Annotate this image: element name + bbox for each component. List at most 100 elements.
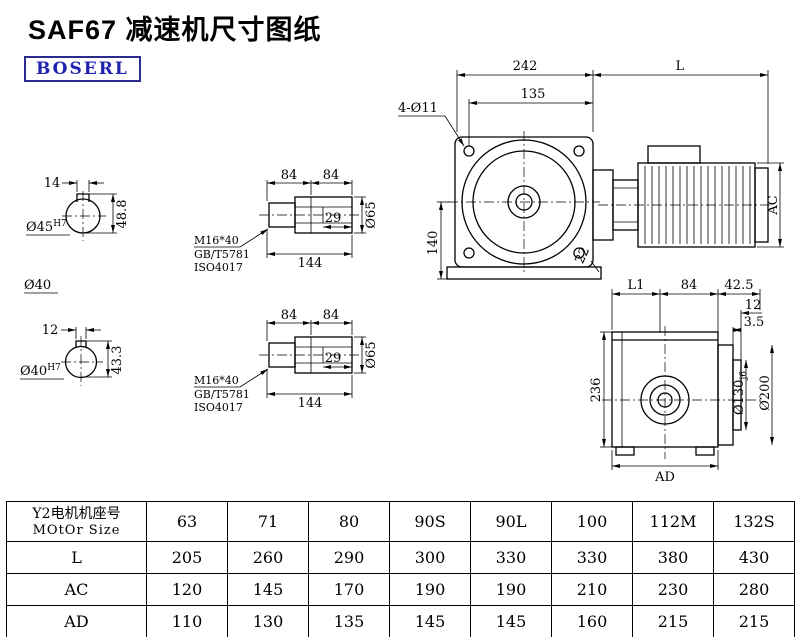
table-cell: 300 [389, 541, 471, 574]
table-cell: 280 [713, 573, 795, 606]
shaft-detail-view-1: 84 84 29 144 Ø65 M16*40 GB/T5781 ISO4017 [194, 168, 379, 274]
dim-84-label: 84 [681, 278, 698, 293]
shaft-end-view-1: 14 Ø45H7 48.8 Ø40 [24, 176, 130, 294]
table-cell: 170 [308, 573, 390, 606]
depth-48-8-label: 48.8 [115, 200, 130, 229]
table-cell: 230 [632, 573, 714, 606]
dim-3-5-label: 3.5 [744, 315, 765, 330]
table-cell: 90S [389, 501, 471, 542]
table-cell: 330 [551, 541, 633, 574]
table-cell: 80 [308, 501, 390, 542]
row-label: AD [6, 605, 147, 637]
front-view: 242 L 135 4-Ø11 140 22 AC [398, 59, 784, 280]
flange-edge [717, 344, 734, 446]
table-cell: 132S [713, 501, 795, 542]
dim-140-label: 140 [426, 231, 441, 256]
table-cell: 430 [713, 541, 795, 574]
dim-AC-label: AC [766, 195, 781, 215]
flange-hole [463, 247, 475, 259]
technical-drawing: 242 L 135 4-Ø11 140 22 AC [20, 59, 784, 485]
dim-AD-label: AD [654, 470, 675, 485]
table-cell: 380 [632, 541, 714, 574]
table-cell: 205 [146, 541, 228, 574]
terminal-box [647, 145, 701, 164]
table-cell: 145 [470, 605, 552, 637]
flange-hole [463, 145, 475, 157]
dim-84a-label: 84 [281, 168, 298, 183]
dim-29-label: 29 [325, 211, 342, 226]
dim-144-label: 144 [298, 396, 323, 411]
dim-12-label: 12 [745, 298, 762, 313]
table-cell: 110 [146, 605, 228, 637]
dim-135-label: 135 [521, 87, 546, 102]
table-cell: 120 [146, 573, 228, 606]
flange-hole [573, 247, 585, 259]
table-cell: 100 [551, 501, 633, 542]
dia-40-label: Ø40 [24, 278, 51, 293]
dim-22-label: 22 [573, 245, 594, 266]
motor-size-header: Y2电机机座号 MOtOr Size [6, 501, 147, 542]
shaft-detail-view-2: 84 84 29 144 Ø65 M16*40 GB/T5781 ISO4017 [194, 308, 379, 414]
table-cell: 210 [551, 573, 633, 606]
table-cell: 215 [632, 605, 714, 637]
table-cell: 63 [146, 501, 228, 542]
thread-label: M16*40 [194, 374, 239, 387]
dia-65-label: Ø65 [364, 341, 379, 368]
side-view: L1 84 42.5 12 3.5 236 Ø130j6 Ø200 AD [589, 278, 774, 485]
dim-242-label: 242 [513, 59, 538, 74]
key-width-label: 12 [42, 323, 59, 338]
standard1-label: GB/T5781 [194, 248, 250, 261]
dia-65-label: Ø65 [364, 201, 379, 228]
row-label: L [6, 541, 147, 574]
dia-40h7-label: Ø40H7 [20, 363, 61, 379]
table-row-L: L 205 260 290 300 330 330 380 430 [6, 541, 795, 574]
table-cell: 145 [227, 573, 309, 606]
standard2-label: ISO4017 [194, 261, 243, 274]
table-cell: 330 [470, 541, 552, 574]
depth-43-3-label: 43.3 [110, 346, 125, 375]
holes-label: 4-Ø11 [398, 101, 438, 116]
table-cell: 90L [470, 501, 552, 542]
key-width-label: 14 [44, 176, 61, 191]
table-cell: 112M [632, 501, 714, 542]
shaft-end-view-2: 12 Ø40H7 43.3 [20, 323, 125, 386]
flange-hole [573, 145, 585, 157]
dim-84b-label: 84 [323, 308, 340, 323]
brand-logo: BOSERL [24, 56, 141, 82]
dia-130-label: Ø130j6 [732, 371, 749, 415]
gearbox-base [446, 266, 602, 280]
dim-L-label: L [676, 59, 685, 74]
dim-29-label: 29 [325, 351, 342, 366]
row-label: AC [6, 573, 147, 606]
table-cell: 190 [470, 573, 552, 606]
standard2-label: ISO4017 [194, 401, 243, 414]
table-cell: 290 [308, 541, 390, 574]
foot [695, 446, 715, 456]
dimension-table: Y2电机机座号 MOtOr Size 63 71 80 90S 90L 100 … [6, 501, 795, 637]
table-cell: 215 [713, 605, 795, 637]
dia-200-label: Ø200 [758, 375, 773, 410]
table-cell: 130 [227, 605, 309, 637]
dim-42-5-label: 42.5 [725, 278, 754, 293]
motor-size-header-en: MOtOr Size [32, 523, 121, 538]
table-cell: 190 [389, 573, 471, 606]
dim-236-label: 236 [589, 378, 604, 403]
dim-84b-label: 84 [323, 168, 340, 183]
table-row-motor-size: Y2电机机座号 MOtOr Size 63 71 80 90S 90L 100 … [6, 501, 795, 542]
table-cell: 145 [389, 605, 471, 637]
table-row-AD: AD 110 130 135 145 145 160 215 215 [6, 605, 795, 637]
table-cell: 260 [227, 541, 309, 574]
table-cell: 71 [227, 501, 309, 542]
table-cell: 160 [551, 605, 633, 637]
foot [615, 446, 635, 456]
standard1-label: GB/T5781 [194, 388, 250, 401]
thread-label: M16*40 [194, 234, 239, 247]
dim-144-label: 144 [298, 256, 323, 271]
spigot-edge [732, 359, 742, 431]
dia-45-label: Ø45H7 [26, 219, 67, 235]
page-title: SAF67 减速机尺寸图纸 [28, 15, 322, 45]
dim-84a-label: 84 [281, 308, 298, 323]
table-cell: 135 [308, 605, 390, 637]
dim-L1-label: L1 [628, 278, 645, 293]
